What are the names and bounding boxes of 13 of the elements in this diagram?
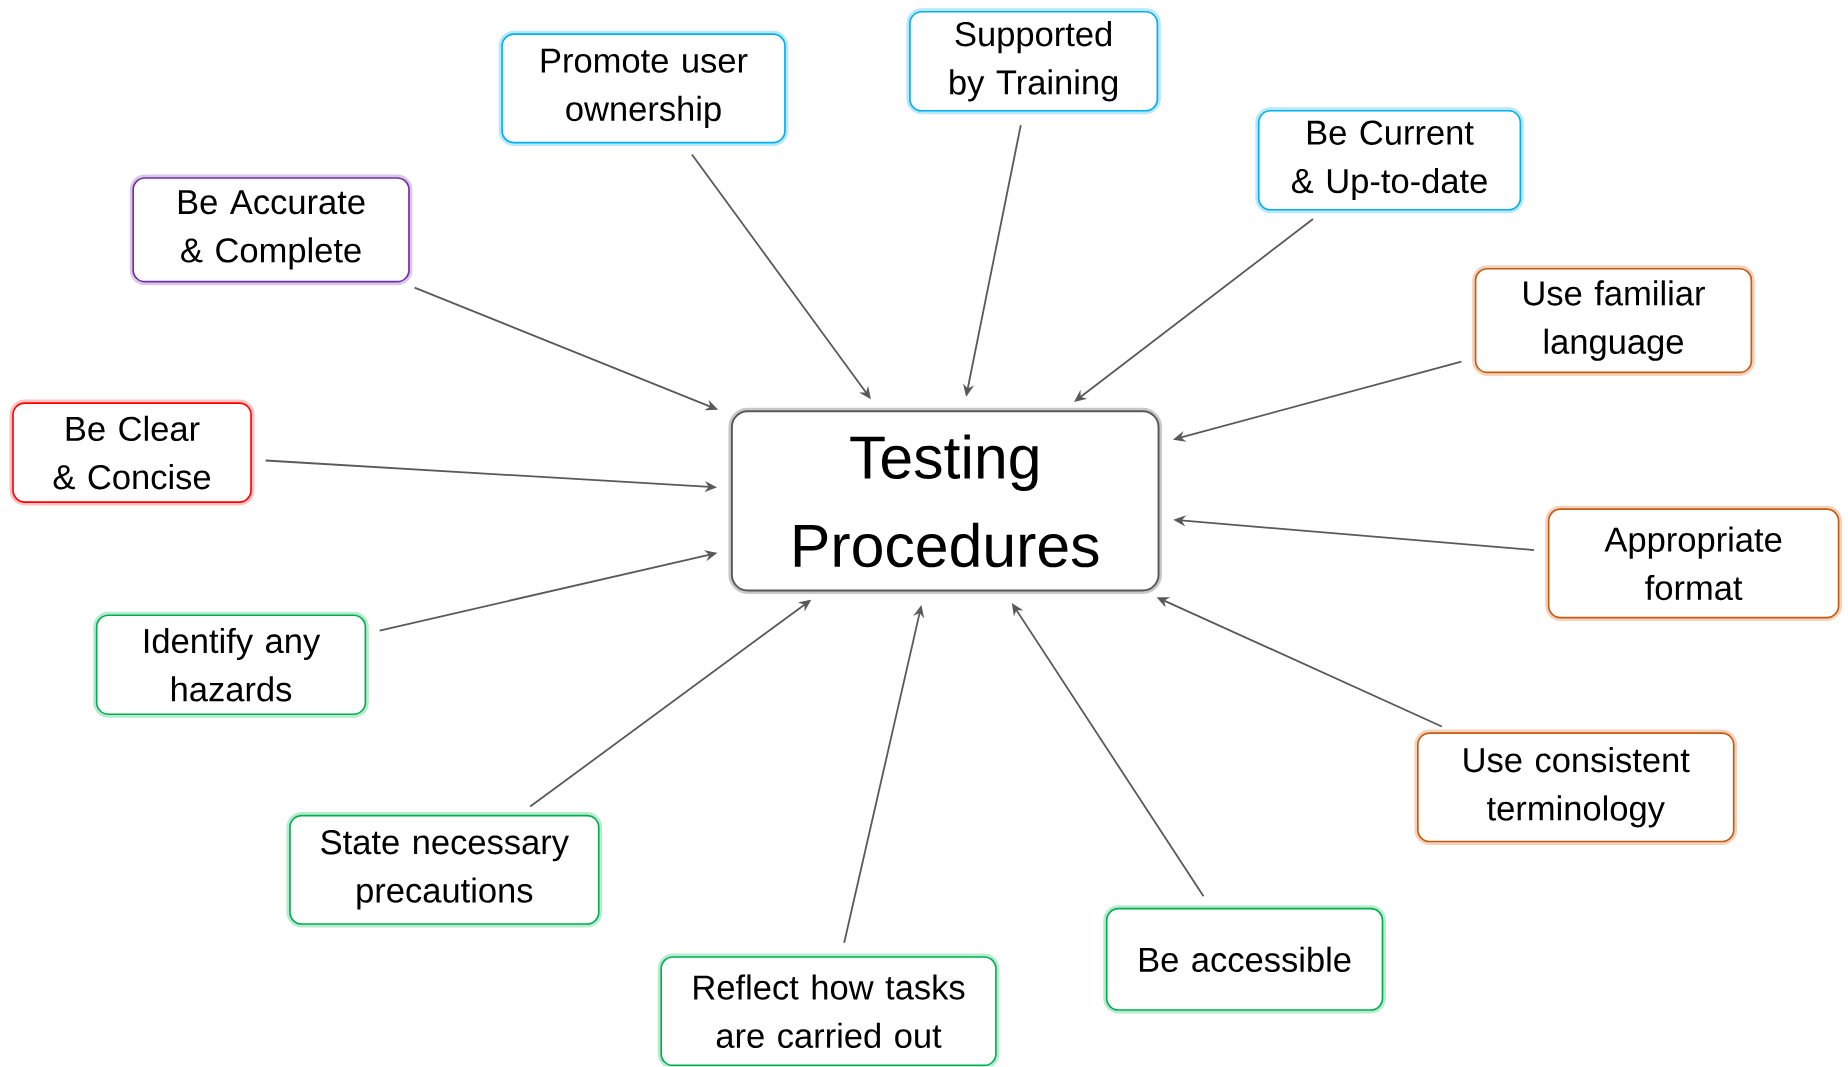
principle-box: Supported by Training xyxy=(906,8,1161,115)
principle-box: Appropriate format xyxy=(1545,505,1843,622)
principle-box: Reflect how tasks are carried out xyxy=(657,953,1000,1067)
principle-box: Be accessible xyxy=(1103,905,1386,1014)
principle-box: Identify any hazards xyxy=(93,611,369,718)
principle-box: Use consistent terminology xyxy=(1414,729,1738,846)
principle-box: Promote user ownership xyxy=(498,30,789,147)
principle-box: Be Current & Up-to-date xyxy=(1255,107,1524,214)
principle-box: State necessary precautions xyxy=(286,812,603,928)
topic-box: Testing Procedures xyxy=(728,408,1162,595)
principle-box: Be Accurate & Complete xyxy=(129,174,413,286)
principle-box: Use familiar language xyxy=(1472,265,1755,377)
principle-box: Be Clear & Concise xyxy=(9,399,255,506)
